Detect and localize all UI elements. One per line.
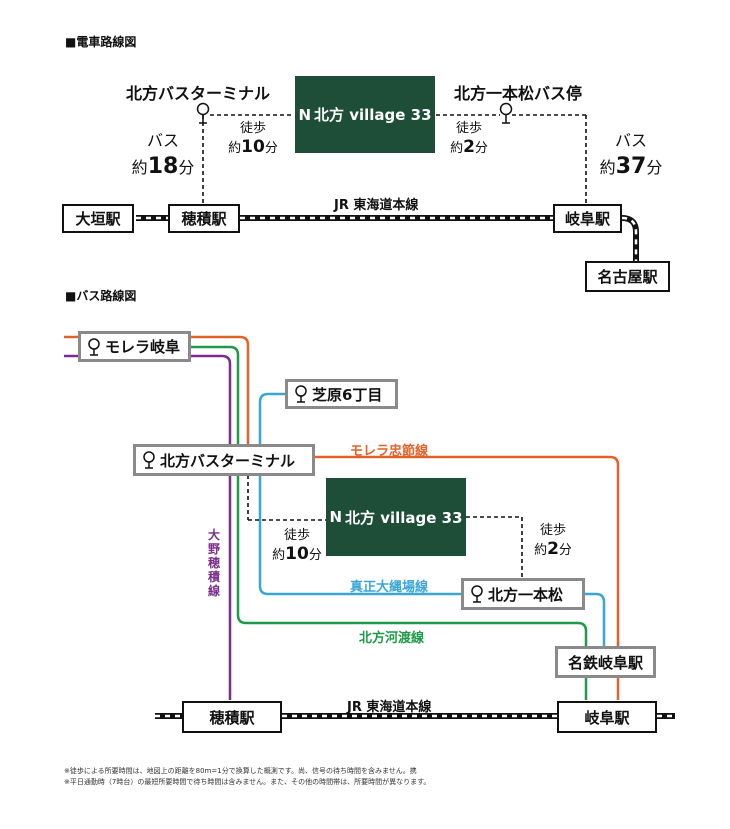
bus-walk-lines <box>247 475 523 578</box>
route-label-green: 北方河渡線 <box>359 631 425 646</box>
bus-stop-icon <box>88 337 100 356</box>
bus-minutes: 37 <box>615 154 647 179</box>
train-walk-right: 徒歩 約2分 <box>444 120 494 158</box>
footnote-2: ※平日通勤時（7時台）の最短所要時間で待ち時間は含みません。また、その他の時間帯… <box>64 778 431 786</box>
bus-route-lines <box>64 335 675 719</box>
walk-prefix: 約 <box>272 548 286 563</box>
bus-station-hozumi: 穂積駅 <box>182 701 282 733</box>
route-line-green <box>190 345 588 700</box>
train-stop-kitakata-terminal: 北方バスターミナル <box>126 84 271 103</box>
bus-property-block: N 北方 village 33 <box>326 478 466 556</box>
bus-walk-left: 徒歩 約10分 <box>272 527 322 565</box>
route-label-orange: モレラ忠節線 <box>350 444 429 459</box>
walk-label: 徒歩 <box>455 121 482 136</box>
walk-minutes: 10 <box>285 544 309 564</box>
station-nagoya: 名古屋駅 <box>585 261 670 292</box>
train-jr-track <box>136 215 639 262</box>
walk-label: 徒歩 <box>283 528 310 543</box>
walk-minutes: 10 <box>241 137 265 157</box>
train-section-title: ■電車路線図 <box>65 35 137 49</box>
walk-minutes: 2 <box>463 137 475 157</box>
station-ogaki: 大垣駅 <box>62 204 134 233</box>
walk-label: 徒歩 <box>239 121 266 136</box>
route-line-blue <box>258 392 606 652</box>
stop-label: 北方バスターミナル <box>160 451 296 470</box>
bus-stop-shibahara: 芝原6丁目 <box>285 379 398 409</box>
bus-line-name: JR 東海道本線 <box>347 700 432 715</box>
route-label-purple: 大野穂積線 <box>207 528 220 598</box>
bus-stop-icon <box>196 102 210 124</box>
station-hozumi: 穂積駅 <box>168 204 240 233</box>
walk-prefix: 約 <box>228 141 242 156</box>
bus-label: バス <box>146 131 179 150</box>
property-name: 北方 village 33 <box>314 106 432 124</box>
route-label-blue: 真正大縄場線 <box>350 580 429 595</box>
bus-minutes: 18 <box>147 154 179 179</box>
property-name: 北方 village 33 <box>345 508 463 527</box>
stop-label: 芝原6丁目 <box>312 385 383 404</box>
bus-stop-icon <box>471 585 483 603</box>
property-prefix: N <box>298 105 311 124</box>
walk-prefix: 約 <box>450 141 464 156</box>
walk-label: 徒歩 <box>539 523 566 538</box>
stop-label: 名鉄岐阜駅 <box>567 653 643 672</box>
bus-stop-mozo: モレラ岐阜 <box>78 331 191 362</box>
bus-station-gifu: 岐阜駅 <box>557 701 657 733</box>
bus-stop-icon <box>143 451 155 469</box>
station-gifu: 岐阜駅 <box>553 204 622 233</box>
stop-label: モレラ岐阜 <box>105 338 181 356</box>
bus-unit: 分 <box>178 158 195 177</box>
bus-prefix: 約 <box>599 158 616 177</box>
train-line-name: JR 東海道本線 <box>334 198 419 213</box>
bus-unit: 分 <box>646 158 663 177</box>
bus-prefix: 約 <box>131 158 148 177</box>
bus-stop-meitetsu-gifu: 名鉄岐阜駅 <box>555 646 656 678</box>
train-bus-right: バス 約37分 <box>594 128 668 181</box>
walk-unit: 分 <box>474 141 488 156</box>
walk-minutes: 2 <box>547 539 559 559</box>
train-stop-kitakata-ipponmatsu: 北方一本松バス停 <box>454 84 583 103</box>
bus-stop-terminal: 北方バスターミナル <box>133 444 315 476</box>
route-line-purple <box>64 354 232 700</box>
bus-stop-icon <box>295 385 307 403</box>
walk-unit: 分 <box>264 141 278 156</box>
walk-unit: 分 <box>308 548 322 563</box>
bus-stop-icon <box>499 102 513 124</box>
bus-walk-right: 徒歩 約2分 <box>528 522 578 560</box>
footnote-1: ※徒歩による所要時間は、地図上の距離を80m=1分で換算した概測です。尚、信号の… <box>64 767 417 775</box>
train-walk-left: 徒歩 約10分 <box>228 120 278 158</box>
train-route-lines <box>136 102 639 262</box>
train-property-block: N 北方 village 33 <box>295 76 435 153</box>
bus-label: バス <box>614 131 647 150</box>
bus-stop-ipponmatsu: 北方一本松 <box>461 578 585 610</box>
bus-section-title: ■バス路線図 <box>65 289 137 303</box>
walk-unit: 分 <box>558 543 572 558</box>
walk-prefix: 約 <box>534 543 548 558</box>
stop-label: 北方一本松 <box>488 585 564 604</box>
train-bus-left: バス 約18分 <box>126 128 200 181</box>
property-prefix: N <box>329 508 342 526</box>
